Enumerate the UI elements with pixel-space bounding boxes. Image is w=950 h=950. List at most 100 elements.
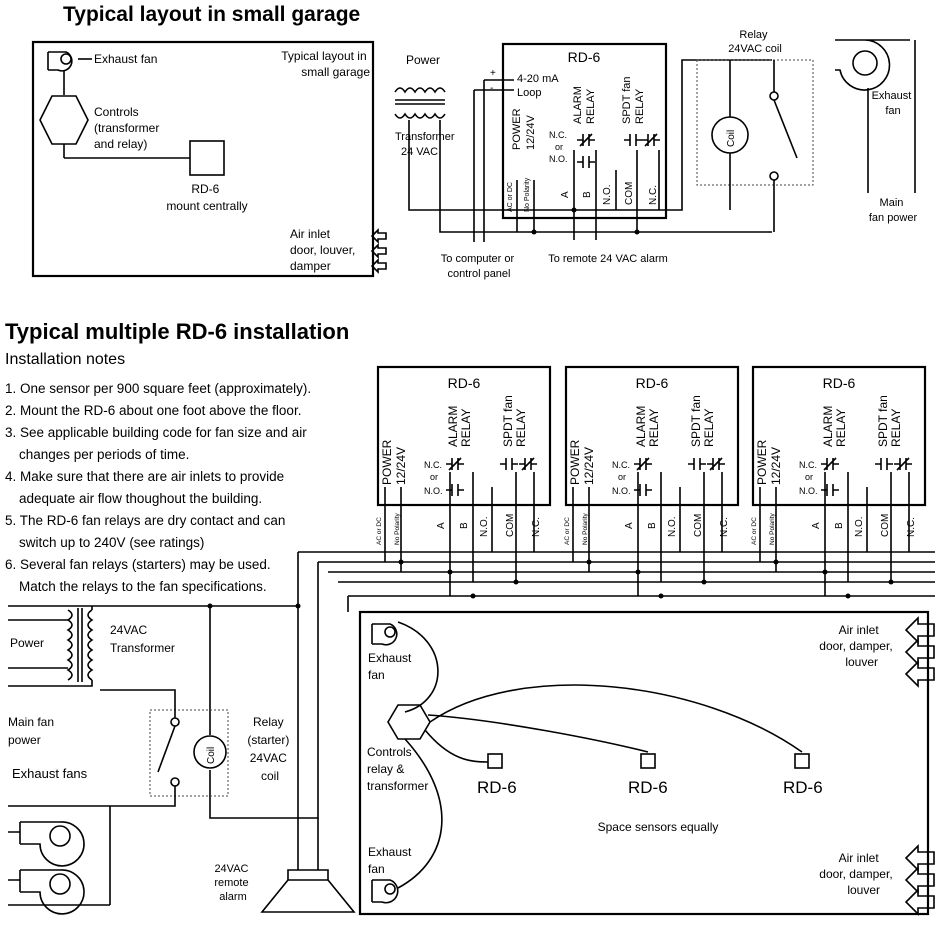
- m-main-1: Main fan: [8, 715, 54, 729]
- w1-exhaust-fan-icon: [835, 39, 910, 91]
- unit-nc: N.C.: [424, 460, 442, 470]
- unit-alarm-2: RELAY: [647, 409, 661, 447]
- m-alarm-2: remote: [214, 877, 248, 889]
- unit-term-a: A: [436, 522, 447, 529]
- unit-no: N.O.: [424, 486, 443, 496]
- unit-spdt-1: SPDT fan: [501, 395, 515, 447]
- unit-term-com: COM: [505, 514, 516, 537]
- unit-volt: 12/24V: [582, 447, 596, 485]
- unit-term-b: B: [647, 522, 658, 529]
- w1-coil: Coil: [726, 130, 737, 147]
- unit-term-no: N.O.: [479, 516, 490, 537]
- fp2-exhaust-top-icon: [371, 623, 398, 646]
- w1-computer-1: To computer or: [441, 253, 515, 265]
- w1-exhaust-2: fan: [885, 105, 900, 117]
- w1-alarm-label: To remote 24 VAC alarm: [548, 253, 668, 265]
- w1-exhaust-1: Exhaust: [872, 90, 912, 102]
- rd6-units: RD-6 POWER 12/24V ALARM RELAY SPDT fan R…: [376, 365, 927, 599]
- fp2-controls-1: Controls: [367, 745, 412, 759]
- svg-text:Relay 24VAC coil: Relay 24VAC coil: [728, 29, 782, 55]
- note-line: 1. One sensor per 900 square feet (appro…: [5, 381, 312, 396]
- m-alarm-1: 24VAC: [214, 863, 248, 875]
- w1-or: or: [555, 142, 563, 152]
- note-line: Match the relays to the fan specificatio…: [19, 579, 267, 594]
- unit-or: or: [618, 472, 626, 482]
- unit-no: N.O.: [612, 486, 631, 496]
- fp-inlet-3: damper: [290, 259, 331, 273]
- fp-inlet-2: door, louver,: [290, 243, 355, 257]
- svg-text:24VAC Transformer: 24VAC Transformer: [110, 623, 175, 655]
- svg-text:Air inlet door, damper,: Air inlet door, damper, louver: [819, 851, 896, 897]
- unit-term-nc: N.C.: [906, 517, 917, 537]
- unit-nc: N.C.: [799, 460, 817, 470]
- unit-spdt-2: RELAY: [702, 409, 716, 447]
- unit-power: POWER: [568, 439, 582, 485]
- fp2-inlet-top-2: door, damper,: [819, 639, 892, 653]
- fp-exhaust-label: Exhaust fan: [94, 52, 157, 66]
- fp2-inlet-top-3: louver: [845, 655, 878, 669]
- fp-controls-1: Controls: [94, 105, 139, 119]
- fp-rd6-mount: mount centrally: [166, 199, 247, 213]
- svg-text:Exhaust fan: Exhaust fan: [368, 845, 415, 876]
- svg-text:Main fan power: Main fan power: [8, 715, 57, 747]
- fp2-exhaust-bot-1: Exhaust: [368, 845, 412, 859]
- rd6-unit-2: RD-6 POWER 12/24V ALARM RELAY SPDT fan R…: [564, 365, 740, 599]
- note-line: switch up to 240V (see ratings): [19, 535, 205, 550]
- m-exhaust-fans: Exhaust fans: [12, 766, 88, 781]
- w1-power-term: POWER: [511, 108, 523, 150]
- w1-spdt-1: SPDT fan: [621, 77, 633, 125]
- w1-loop-minus: -: [490, 83, 493, 94]
- rd6-unit-1: RD-6 POWER 12/24V ALARM RELAY SPDT fan R…: [376, 365, 552, 599]
- w1-no: N.O.: [549, 154, 568, 164]
- unit-volt: 12/24V: [769, 447, 783, 485]
- unit-term-b: B: [834, 522, 845, 529]
- fp2-exhaust-top-1: Exhaust: [368, 651, 412, 665]
- exhaust-fan-icon: [47, 51, 73, 72]
- m-exhaust-fan-1-icon: [19, 821, 85, 867]
- unit-term-a: A: [624, 522, 635, 529]
- fp2-exhaust-top-2: fan: [368, 668, 385, 682]
- unit-term-acdc: AC or DC: [376, 517, 383, 545]
- m-main-2: power: [8, 733, 41, 747]
- fp2-space: Space sensors equally: [598, 820, 719, 834]
- note-line: 6. Several fan relays (starters) may be …: [5, 557, 271, 572]
- w1-loop-2: Loop: [517, 87, 541, 99]
- unit-term-com: COM: [693, 514, 704, 537]
- svg-text:Air inlet door, louver,: Air inlet door, louver, damper: [290, 227, 359, 273]
- svg-text:4-20 mA Loop: 4-20 mA Loop: [517, 73, 561, 99]
- unit-alarm-1: ALARM: [634, 406, 648, 447]
- w1-nc: N.C.: [549, 130, 567, 140]
- multi-relay-section: Main fan power Coil Relay (starter) 24VA…: [8, 689, 292, 915]
- w1-transformer-1: Transformer: [395, 131, 455, 143]
- bus-lines: [8, 551, 935, 607]
- svg-text:Relay (starter) 24: Relay (starter) 24VAC coil: [247, 715, 292, 783]
- svg-text:RD-6 RD-6 RD-6: RD-6 RD-6 RD-6: [477, 778, 823, 797]
- w1-main-1: Main: [880, 197, 904, 209]
- w1-computer-2: control panel: [448, 268, 511, 280]
- svg-text:To computer or control p: To computer or control panel: [441, 253, 517, 280]
- svg-text:Main fan power: Main fan power: [869, 197, 918, 224]
- rd6-small-box: [189, 140, 225, 176]
- installation-notes-list: 1. One sensor per 900 square feet (appro…: [5, 378, 335, 598]
- unit-nc: N.C.: [612, 460, 630, 470]
- multi-floorplan: Exhaust fan RD-6 RD-6 RD-6 Controls rela…: [347, 596, 935, 916]
- fp2-inlet-bot-3: louver: [847, 883, 880, 897]
- m-coil-icon: [193, 735, 227, 769]
- w1-main-2: fan power: [869, 212, 918, 224]
- w1-relay-1: Relay: [739, 29, 768, 41]
- unit-term-no: N.O.: [667, 516, 678, 537]
- note-line: 2. Mount the RD-6 about one foot above t…: [5, 403, 302, 418]
- m-relay-4: coil: [261, 769, 279, 783]
- m-relay-2: (starter): [247, 733, 289, 747]
- small-garage-wiring: Power Transformer 24 VAC RD-6 + - 4-20 m…: [394, 29, 918, 280]
- w1-transformer-2: 24 VAC: [401, 146, 438, 158]
- unit-term-nc: N.C.: [531, 517, 542, 537]
- unit-term-acdc: AC or DC: [751, 517, 758, 545]
- w1-term-no: N.O.: [602, 184, 613, 205]
- fp2-rd6-2: RD-6: [628, 778, 668, 797]
- w1-term-a: A: [560, 191, 571, 198]
- w1-alarm-2: RELAY: [585, 88, 597, 124]
- unit-power: POWER: [755, 439, 769, 485]
- multi-power-section: Power 24VAC Transformer: [8, 552, 319, 870]
- unit-term-a: A: [811, 522, 822, 529]
